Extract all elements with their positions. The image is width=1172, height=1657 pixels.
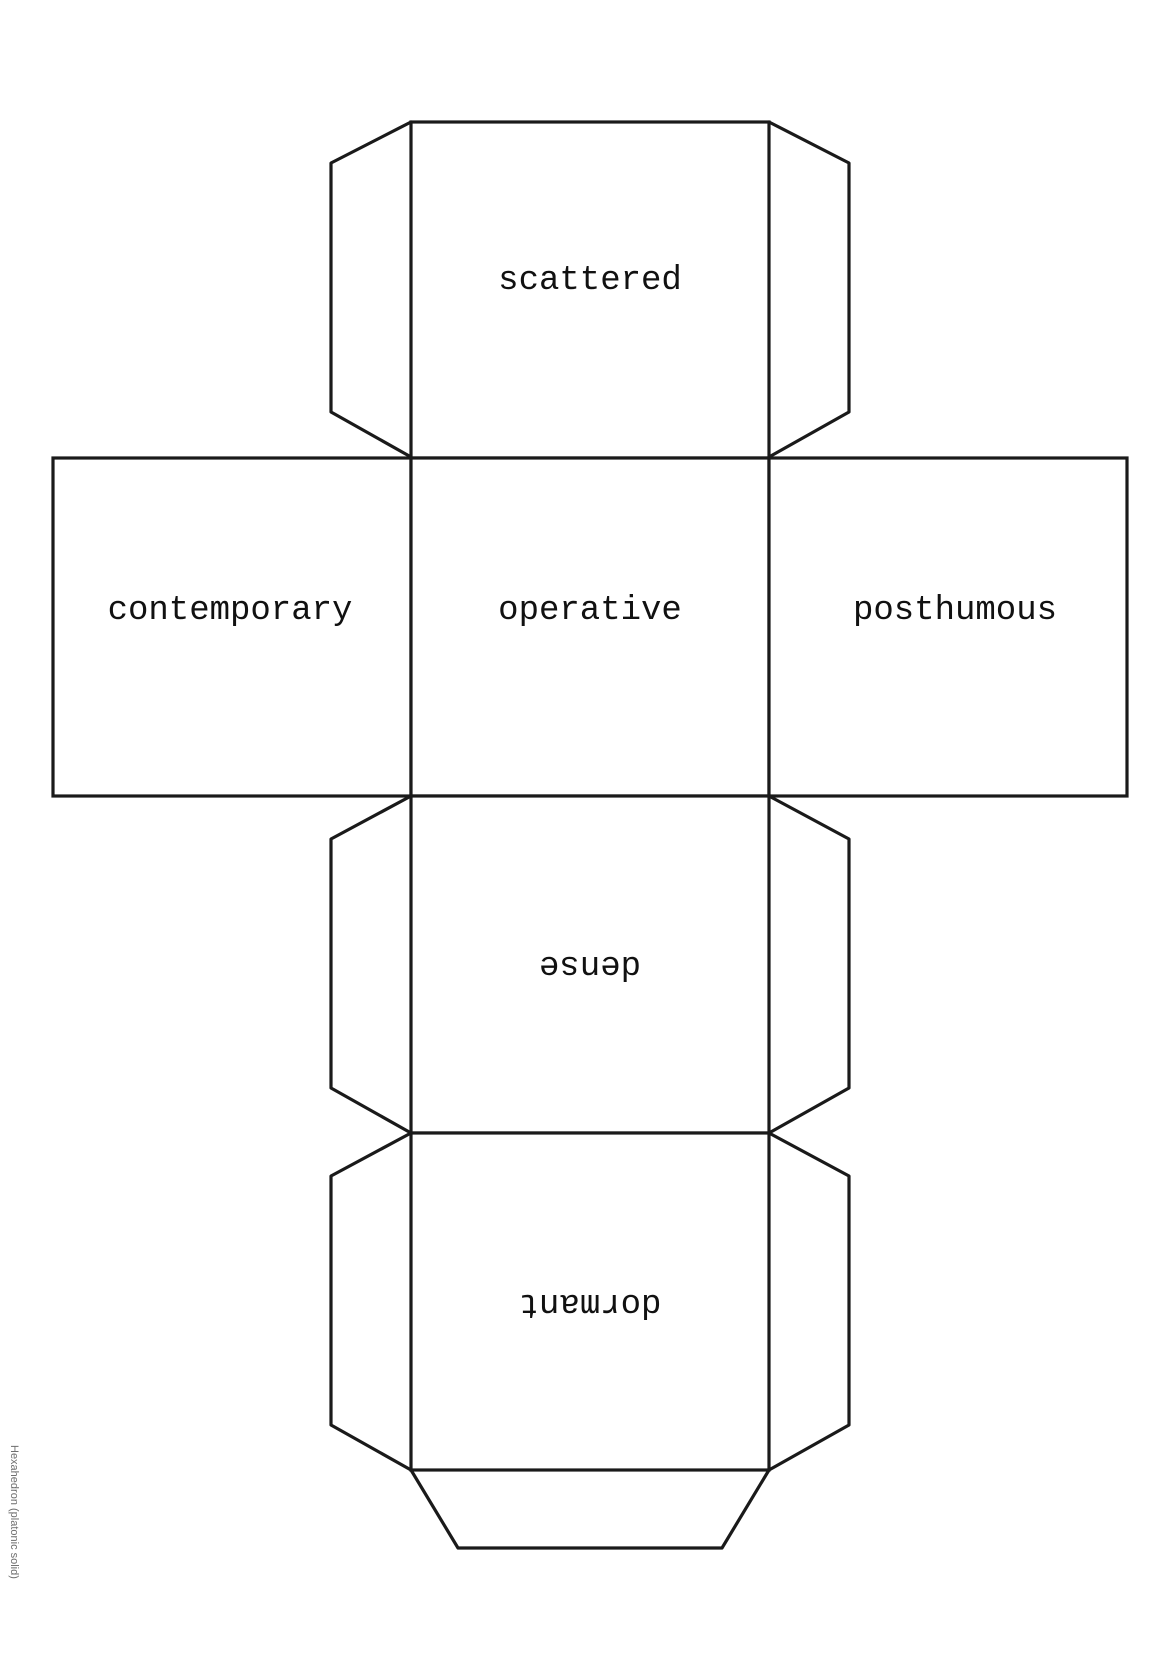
face-left-word: contemporary (108, 592, 353, 630)
face-top-word: scattered (498, 262, 682, 300)
glue-tab-end (409, 1468, 771, 1550)
credit-label: Hexahedron (platonic solid) (8, 1445, 32, 1645)
face-lower (409, 794, 771, 1135)
face-center (409, 456, 771, 798)
face-top (409, 120, 771, 460)
face-center-word: operative (498, 592, 682, 630)
glue-tab-top-left (329, 120, 413, 459)
face-left (51, 456, 413, 798)
face-right-word: posthumous (853, 592, 1057, 630)
glue-tab-lower-right (767, 794, 851, 1135)
face-right (767, 456, 1129, 798)
credit-text: Hexahedron (platonic solid) (8, 1445, 20, 1579)
glue-tab-top-right (767, 120, 851, 459)
glue-tab-bottom-left (329, 1131, 413, 1472)
face-lower-word: dense (539, 946, 641, 984)
face-bottom-word: dormant (519, 1284, 662, 1322)
face-bottom (409, 1131, 771, 1472)
glue-tab-bottom-right (767, 1131, 851, 1472)
glue-tab-lower-left (329, 794, 413, 1135)
